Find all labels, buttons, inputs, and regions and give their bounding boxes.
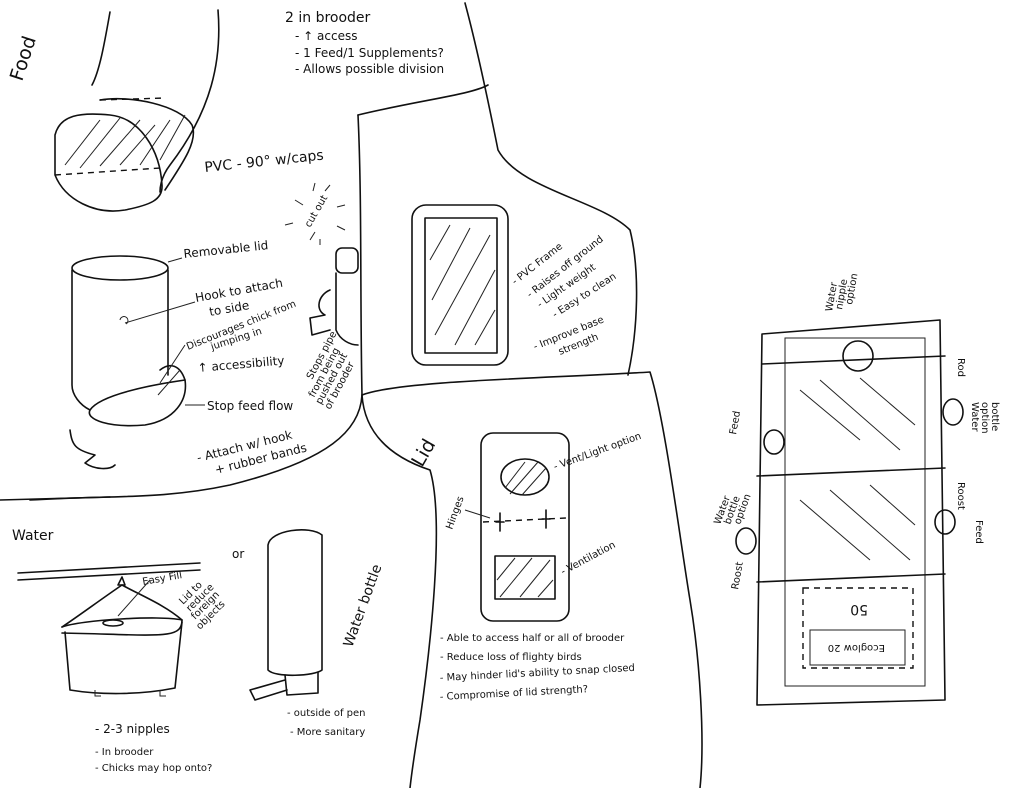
layout-label: Water [969,402,980,432]
or-label: or [232,547,244,561]
lid-note-water: Lid to reduce foreign objects [177,580,227,633]
easy-fill-leader [117,579,151,617]
pvc-frame-drawing [411,204,509,366]
layout-label: Feed [973,520,984,544]
frame-notes: - PVC Frame - Raises off ground - Light … [510,234,618,358]
ecoglow-label: Ecoglow 20 [828,642,885,653]
layout-label: Water [824,281,840,313]
lid-note: - Reduce loss of flighty birds [440,652,582,663]
feeder-label: to side [208,298,250,319]
water-bottle-label: Water bottle [341,562,386,649]
nipple-note: - In brooder [95,747,154,758]
cut-out-burst [284,182,346,245]
lamp-label: 50 [850,601,868,617]
water-bottle-drawing [249,529,323,701]
feeder-label: Removable lid [183,238,269,261]
brooder-note: - ↑ access [295,29,357,43]
layout-label: option [844,272,860,305]
lid-note: - Compromise of lid strength? [440,684,589,703]
bottle-note: - More sanitary [290,727,365,738]
brooder-layout-labels: Water nipple option Rod Feed Water optio… [712,272,1000,653]
layout-label: Feed [728,410,743,435]
nipple-waterer-drawing [17,562,201,697]
feeder-labels: Removable lid Hook to attach to side Dis… [124,238,308,477]
feeder-drawing [71,255,187,427]
bottle-note: - outside of pen [287,708,366,719]
nipple-note: - Chicks may hop onto? [95,763,212,774]
lid-notes: - Able to access half or all of brooder … [440,633,636,703]
pvc-elbow-drawing [54,97,195,212]
nipple-note: - 2-3 nipples [95,722,170,736]
water-heading: Water [12,528,54,544]
lid-note: - Able to access half or all of brooder [440,633,625,644]
layout-label: option [979,402,990,434]
feeder-label: Stop feed flow [207,399,293,413]
lid-heading: Lid [407,435,440,470]
cut-out-label: cut out [303,193,330,229]
layout-label: bottle [989,402,1000,431]
brooder-layout-drawing [735,319,964,706]
region-boundaries [0,2,703,788]
layout-label: Roost [730,561,746,590]
lid-drawing [464,432,570,622]
food-heading: Food [6,33,41,83]
layout-label: Roost [955,482,966,510]
hook-drawing [309,247,359,346]
layout-label: nipple [834,278,850,310]
brooder-note: - Allows possible division [295,62,444,76]
brooder-note: - 1 Feed/1 Supplements? [295,46,444,60]
brooder-notes: 2 in brooder - ↑ access - 1 Feed/1 Suppl… [285,10,444,76]
brooder-note: 2 in brooder [285,10,371,26]
feeder-label: ↑ accessibility [197,353,285,375]
stop-pipe-note: Stops pipe from being pushed out of broo… [305,330,357,412]
lid-note: - May hinder lid's ability to snap close… [440,663,636,684]
hinges-label: Hinges [444,495,466,531]
layout-label: Rod [955,358,966,377]
ventilation-label: - Ventilation [559,540,617,578]
pvc-note: PVC - 90° w/caps [204,148,325,176]
